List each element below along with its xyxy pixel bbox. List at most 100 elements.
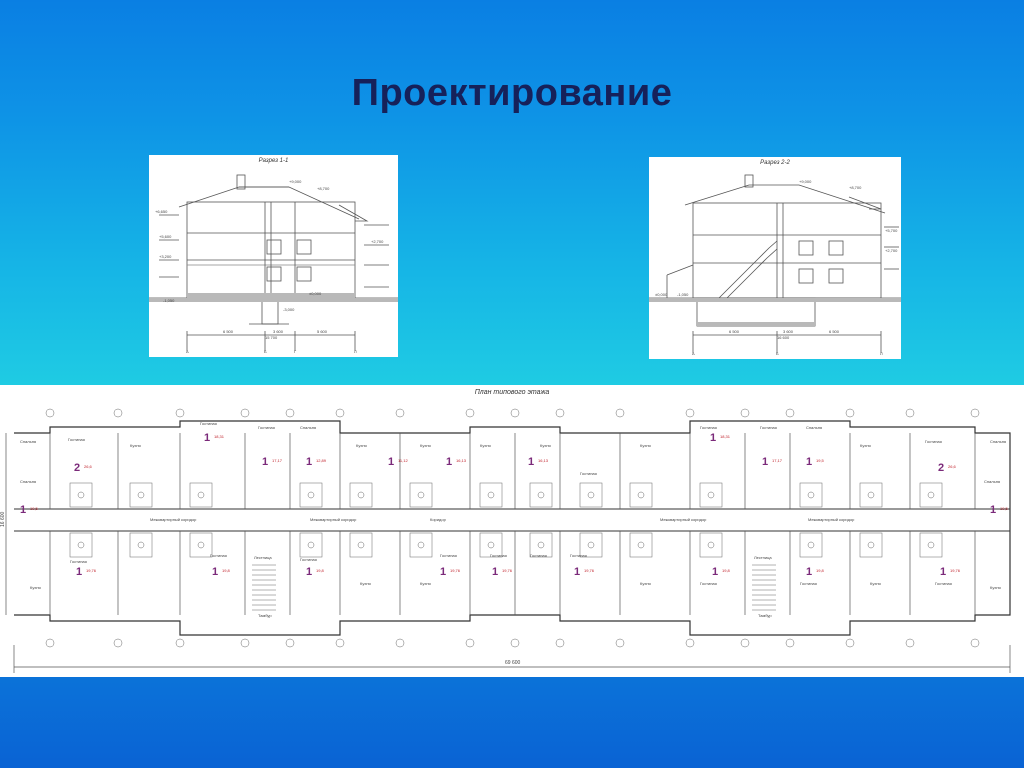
axis-marker [45, 408, 55, 418]
level-label: -1,050 [677, 292, 689, 297]
apartment-area: 19,8 [222, 568, 231, 573]
room-label: Гостиная [935, 581, 952, 586]
axis-marker [285, 408, 295, 418]
dim-label: 5 600 [317, 329, 328, 334]
fixture-icon [807, 541, 815, 549]
axis-marker [785, 638, 795, 648]
room-label: Спальня [300, 425, 316, 430]
room-label: Межквартирный коридор [660, 517, 707, 522]
bathroom-cell [69, 532, 93, 558]
bathroom-cell [349, 532, 373, 558]
room-label: Кухня [360, 581, 371, 586]
apartment-area: 11,12 [398, 458, 408, 463]
dim-label: 6 500 [729, 329, 740, 334]
floor-plan-title: План типового этажа [474, 389, 550, 396]
room-label: Гостиная [570, 553, 587, 558]
room-label: Кухня [870, 581, 881, 586]
axis-marker [845, 638, 855, 648]
axis-marker [113, 638, 123, 648]
axis-marker [175, 408, 185, 418]
apartment-area: 18,31 [214, 434, 225, 439]
fixture-icon [137, 491, 145, 499]
axis-marker [905, 638, 915, 648]
bathroom-cell [299, 482, 323, 508]
apartment-room-count: 1 [492, 566, 498, 578]
room-label: Кухня [420, 581, 431, 586]
apartment-area: 19,5 [30, 506, 39, 511]
bathroom-cell [859, 482, 883, 508]
axis-marker [555, 408, 565, 418]
section-drawing-1: Разрез 1-1 [149, 155, 398, 357]
apartment-area: 26,6 [948, 464, 957, 469]
apartment-room-count: 1 [528, 456, 534, 468]
level-label: ±0,000 [655, 292, 668, 297]
apartment-area: 19,76 [502, 568, 513, 573]
apartment-room-count: 1 [306, 566, 312, 578]
room-label: Гостиная [925, 439, 942, 444]
fixture-icon [357, 491, 365, 499]
bathroom-cell [129, 532, 153, 558]
fixture-icon [77, 541, 85, 549]
room-label: Гостиная [440, 553, 457, 558]
bathroom-cell [479, 532, 503, 558]
axis-label: A [692, 351, 695, 356]
section-1-svg: +9,000 +8,700 +6,650 +5,600 +3,200 +2,70… [149, 174, 398, 354]
fixture-icon [197, 541, 205, 549]
room-label: Гостиная [70, 559, 87, 564]
apartment-area: 19,76 [584, 568, 595, 573]
fixture-icon [867, 491, 875, 499]
bathroom-cell [799, 482, 823, 508]
bathroom-cell [919, 482, 943, 508]
dim-label: 6 500 [223, 329, 234, 334]
level-label: +5,700 [885, 228, 898, 233]
fixture-icon [77, 491, 85, 499]
fixture-icon [927, 541, 935, 549]
room-label: Кухня [990, 585, 1001, 590]
room-label: Гостиная [210, 553, 227, 558]
apartment-area: 17,17 [772, 458, 783, 463]
apartment-room-count: 1 [990, 504, 996, 516]
axis-marker [740, 638, 750, 648]
fixture-icon [417, 541, 425, 549]
apartment-room-count: 1 [712, 566, 718, 578]
axis-marker [465, 408, 475, 418]
fixture-icon [867, 541, 875, 549]
fixture-icon [587, 491, 595, 499]
room-label: Кухня [130, 443, 141, 448]
axis-marker [465, 638, 475, 648]
apartment-area: 12,89 [316, 458, 327, 463]
section-drawing-2: Разрез 2-2 [649, 157, 901, 359]
bathroom-cell [579, 482, 603, 508]
axis-marker [615, 638, 625, 648]
fixture-icon [417, 491, 425, 499]
apartment-room-count: 1 [710, 432, 716, 444]
bathroom-cell [349, 482, 373, 508]
fixture-icon [197, 491, 205, 499]
apartment-area: 19,5 [816, 458, 825, 463]
axis-label: Л [880, 351, 883, 356]
apartment-room-count: 1 [76, 566, 82, 578]
bathroom-cell [799, 532, 823, 558]
room-label: Гостиная [760, 425, 777, 430]
apartment-room-count: 2 [74, 462, 80, 474]
bathroom-cell [579, 532, 603, 558]
apartment-room-count: 1 [806, 456, 812, 468]
apartment-area: 16,13 [538, 458, 549, 463]
room-label: Кухня [356, 443, 367, 448]
fixture-icon [487, 541, 495, 549]
apartment-area: 19,8 [722, 568, 731, 573]
bathroom-cell [189, 482, 213, 508]
slide-title: Проектирование [351, 72, 673, 114]
fixture-icon [807, 491, 815, 499]
fixture-icon [707, 491, 715, 499]
room-label: Спальня [20, 479, 36, 484]
apartment-room-count: 1 [762, 456, 768, 468]
axis-marker [615, 408, 625, 418]
apartment-room-count: 1 [446, 456, 452, 468]
bathroom-cell [529, 482, 553, 508]
level-label: +5,600 [159, 234, 172, 239]
level-label: ±0,000 [309, 291, 322, 296]
level-label: -1,050 [163, 298, 175, 303]
apartment-area: 17,17 [272, 458, 283, 463]
